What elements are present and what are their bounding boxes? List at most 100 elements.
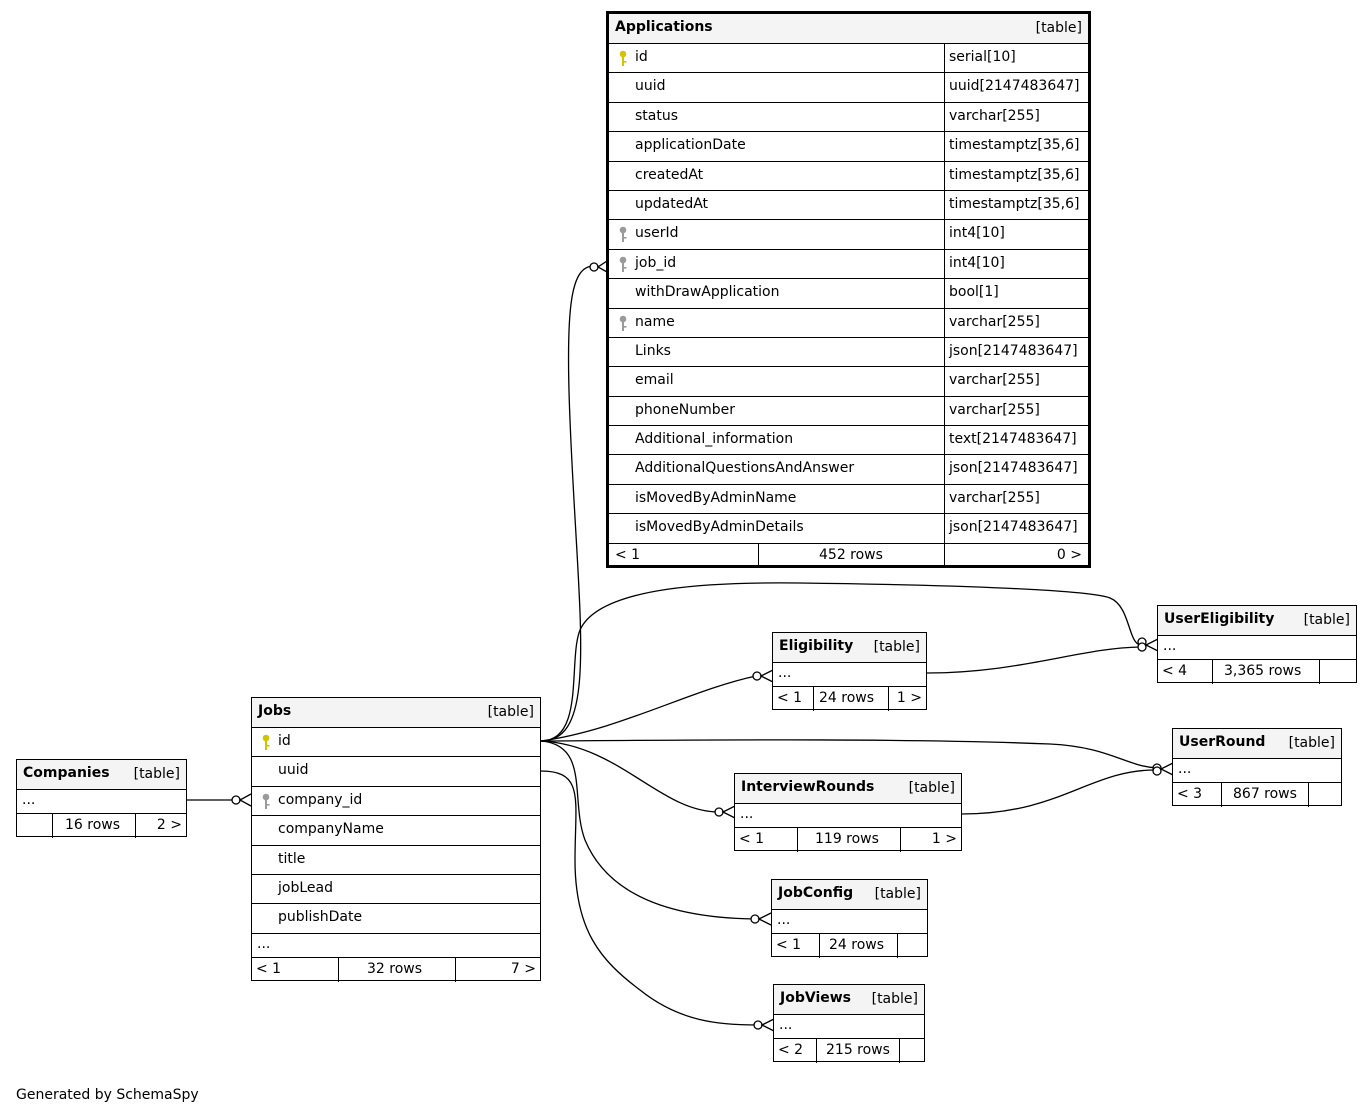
column-row: Links json[2147483647] [609, 337, 1088, 368]
column-name: AdditionalQuestionsAndAnswer [635, 460, 855, 477]
column-type: int4[10] [949, 254, 1005, 271]
more-columns-row: ... [772, 910, 927, 934]
footer-left: < 4 [1162, 663, 1188, 679]
column-name: title [278, 850, 306, 867]
footer-right: 1 > [896, 690, 922, 706]
table-footer: < 4 3,365 rows [1158, 660, 1356, 684]
column-type: bool[1] [949, 284, 999, 301]
foreign-key-icon [260, 793, 272, 811]
column-type: varchar[255] [949, 107, 1040, 124]
column-name: withDrawApplication [635, 284, 780, 301]
more-columns-row: ... [735, 804, 961, 828]
column-name: Additional_information [635, 431, 794, 448]
primary-key-icon [260, 734, 272, 752]
column-name: phoneNumber [635, 401, 736, 418]
column-name: email [635, 372, 674, 389]
table-footer: 16 rows 2 > [17, 814, 186, 838]
footer-left: < 1 [739, 831, 765, 847]
footer-left: < 3 [1177, 786, 1203, 802]
link-eligibility-usereligibility [926, 646, 1141, 674]
column-row: applicationDate timestamptz[35,6] [609, 132, 1088, 162]
more-columns-row: ... [17, 790, 186, 814]
footer-rows: 215 rows [826, 1042, 890, 1058]
foreign-key-icon [617, 315, 629, 333]
table-type-label: [table] [873, 639, 920, 655]
column-row: Additional_information text[2147483647] [609, 426, 1088, 456]
link-interviewrounds-userround [961, 769, 1156, 815]
column-name: job_id [635, 254, 677, 271]
table-name: InterviewRounds [741, 779, 875, 795]
column-name: isMovedByAdminName [635, 489, 797, 506]
column-type: json[2147483647] [949, 342, 1078, 359]
link-jobs-jobconfig [540, 740, 756, 920]
column-row: phoneNumber varchar[255] [609, 396, 1088, 427]
more-columns-row: ... [1173, 759, 1341, 783]
column-row: withDrawApplication bool[1] [609, 279, 1088, 309]
column-name: Links [635, 342, 671, 359]
primary-key-icon [617, 50, 629, 68]
table-type-label: [table] [487, 704, 534, 720]
column-type: text[2147483647] [949, 431, 1077, 448]
table-type-label: [table] [1288, 735, 1335, 751]
footer-right: 7 > [510, 960, 536, 977]
more-columns-row: ... [773, 663, 926, 687]
link-jobs-userround [540, 739, 1158, 769]
column-type: varchar[255] [949, 401, 1040, 418]
column-row: title [252, 846, 540, 875]
column-name: jobLead [278, 879, 333, 896]
more-columns-row: ... [1158, 636, 1356, 660]
table-eligibility[interactable]: Eligibility [table] ... < 1 24 rows 1 > [772, 632, 927, 711]
table-footer: < 1 24 rows 1 > [773, 687, 926, 711]
column-name: name [635, 313, 675, 330]
column-type: json[2147483647] [949, 460, 1078, 477]
column-name: id [635, 49, 648, 65]
footer-rows: 32 rows [367, 960, 423, 977]
column-row: id [252, 728, 540, 758]
table-usereligibility[interactable]: UserEligibility [table] ... < 4 3,365 ro… [1157, 605, 1357, 684]
column-name: uuid [278, 762, 309, 779]
column-type: json[2147483647] [949, 519, 1078, 536]
table-companies[interactable]: Companies [table] ... 16 rows 2 > [16, 759, 187, 838]
footer-rows: 16 rows [65, 817, 121, 833]
table-jobviews[interactable]: JobViews [table] ... < 2 215 rows [773, 984, 925, 1063]
table-name: UserRound [1179, 734, 1266, 750]
column-type: int4[10] [949, 225, 1005, 242]
column-type: timestamptz[35,6] [949, 137, 1080, 154]
column-name: isMovedByAdminDetails [635, 519, 804, 536]
footer-right: 1 > [931, 831, 957, 847]
link-jobs-applications [540, 265, 595, 742]
column-row: company_id [252, 787, 540, 817]
column-name: updatedAt [635, 195, 709, 212]
column-row: job_id int4[10] [609, 249, 1088, 280]
more-columns-row: ... [252, 934, 540, 958]
footer-rows: 24 rows [829, 937, 885, 953]
table-name: Eligibility [779, 638, 854, 654]
table-name: Companies [23, 765, 110, 781]
footer-rows: 867 rows [1233, 786, 1297, 802]
table-name: UserEligibility [1164, 611, 1275, 627]
footer-rows: 24 rows [819, 690, 875, 706]
column-row: uuid [252, 757, 540, 787]
footer-right: 0 > [1056, 546, 1082, 563]
column-name: applicationDate [635, 137, 746, 154]
column-type: varchar[255] [949, 372, 1040, 389]
column-type: timestamptz[35,6] [949, 166, 1080, 183]
table-interviewrounds[interactable]: InterviewRounds [table] ... < 1 119 rows… [734, 773, 962, 852]
table-type-label: [table] [1303, 612, 1350, 628]
column-type: varchar[255] [949, 313, 1040, 330]
table-name: Applications [615, 19, 713, 35]
table-jobconfig[interactable]: JobConfig [table] ... < 1 24 rows [771, 879, 928, 958]
more-columns-row: ... [774, 1015, 924, 1039]
table-footer: < 1 119 rows 1 > [735, 828, 961, 852]
table-userround[interactable]: UserRound [table] ... < 3 867 rows [1172, 728, 1342, 807]
table-type-label: [table] [874, 886, 921, 902]
column-type: uuid[2147483647] [949, 78, 1080, 95]
